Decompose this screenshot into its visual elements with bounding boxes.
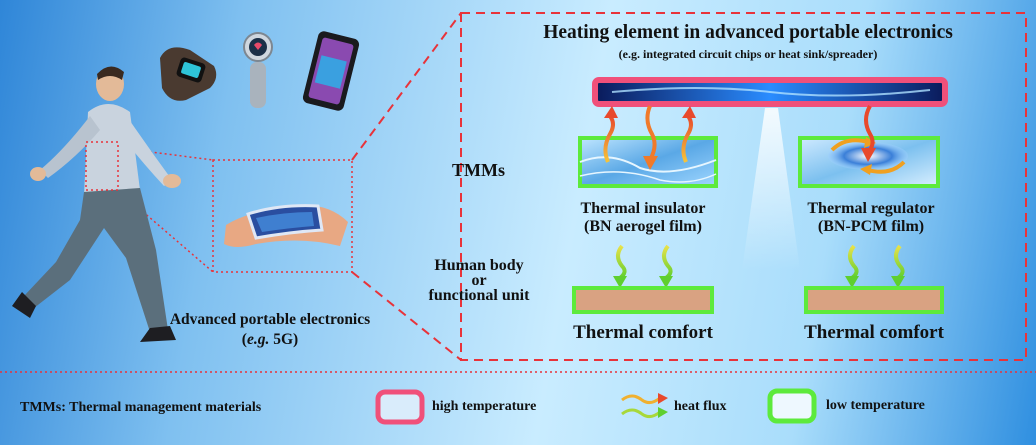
insulator-name: Thermal insulator	[580, 200, 706, 217]
human-body-line3: functional unit	[428, 287, 530, 304]
body-plate-right	[804, 286, 944, 314]
heat-flux-swatch	[621, 393, 668, 419]
regulator-label: Thermal regulator (BN-PCM film)	[780, 200, 962, 236]
low-temperature-swatch	[767, 388, 817, 424]
heating-element	[592, 77, 948, 107]
light-beam	[742, 108, 800, 270]
high-temperature-swatch	[375, 389, 425, 425]
regulator-block	[798, 136, 940, 188]
caption-line2: (e.g. 5G)	[241, 331, 299, 348]
legend-definition: TMMs: Thermal management materials	[20, 400, 262, 415]
fitness-band-icon	[160, 47, 217, 101]
heating-subtitle: (e.g. integrated circuit chips or heat s…	[618, 47, 878, 61]
smartphone-icon	[302, 31, 360, 111]
legend-high-temperature: high temperature	[432, 399, 537, 414]
cool-flux-arrows	[613, 244, 905, 288]
heating-title: Heating element in advanced portable ele…	[543, 22, 953, 43]
thermal-comfort-left: Thermal comfort	[573, 322, 713, 343]
human-body-line1: Human body	[434, 257, 524, 274]
human-body-line2: or	[471, 272, 487, 289]
legend-heat-flux: heat flux	[674, 399, 727, 414]
flexible-chip-icon	[224, 204, 348, 247]
heat-flux-arrows	[603, 105, 876, 170]
insulator-label: Thermal insulator (BN aerogel film)	[552, 200, 734, 236]
legend-low-temperature: low temperature	[826, 398, 925, 413]
running-man-icon	[12, 66, 181, 342]
insulator-material: (BN aerogel film)	[584, 218, 702, 235]
tmms-label: TMMs	[452, 160, 505, 180]
thermal-comfort-right: Thermal comfort	[804, 322, 944, 343]
body-plate-left	[572, 286, 714, 314]
caption-line1: Advanced portable electronics	[169, 311, 371, 328]
regulator-name: Thermal regulator	[807, 200, 935, 217]
portable-electronics-caption: Advanced portable electronics (e.g. 5G)	[140, 310, 400, 350]
regulator-material: (BN-PCM film)	[817, 218, 925, 235]
human-body-label: Human body or functional unit	[404, 257, 554, 304]
smartwatch-icon	[243, 32, 273, 108]
